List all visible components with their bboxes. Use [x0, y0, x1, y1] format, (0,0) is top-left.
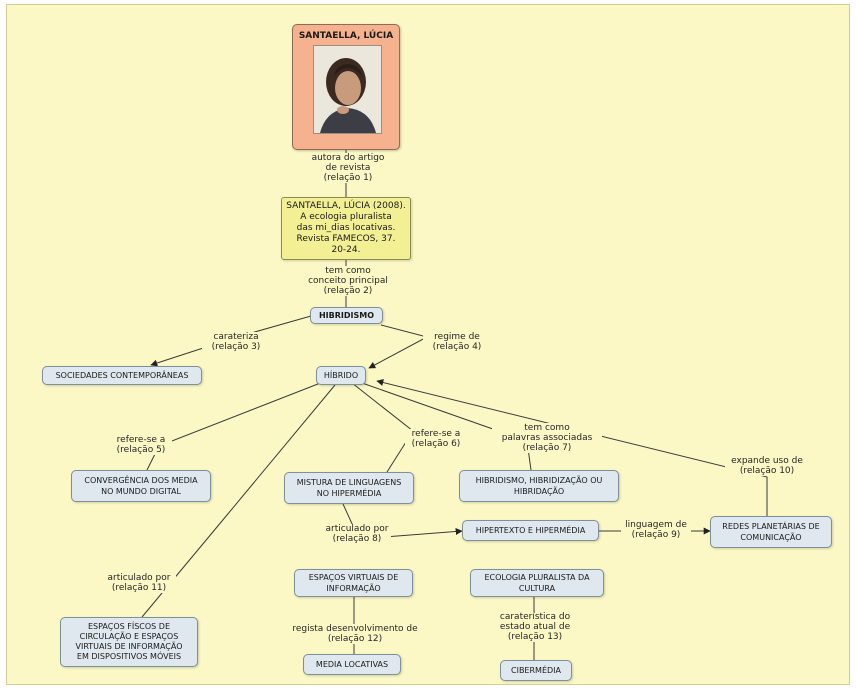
espacos-fisicos-node[interactable]: ESPAÇOS FÍSCOS DE CIRCULAÇÃO E ESPAÇOS V… [60, 617, 198, 667]
link-label-relacao-6: refere-se a (relação 6) [405, 429, 467, 449]
line-redes-hibrido [376, 379, 768, 516]
sociedades-node[interactable]: SOCIEDADES CONTEMPORÂNEAS [42, 366, 202, 385]
hibridismo-variantes-node[interactable]: HIBRIDISMO, HIBRIDIZAÇÃO OU HIBRIDAÇÃO [459, 470, 619, 502]
link-label-relacao-13: caraterística do estado atual de (relaçã… [491, 612, 579, 642]
convergencia-node[interactable]: CONVERGÊNCIA DOS MEDIA NO MUNDO DIGITAL [71, 470, 211, 502]
author-node[interactable]: SANTAELLA, LÚCIA [292, 24, 400, 150]
link-label-relacao-3: carateriza (relação 3) [202, 332, 270, 352]
link-label-relacao-7: tem como palavras associadas (relação 7) [492, 423, 602, 453]
line-hibrido-mistura [351, 382, 414, 473]
line-hibridismo-hibrido [368, 324, 429, 369]
reference-node[interactable]: SANTAELLA, LÚCIA (2008). A ecologia plur… [281, 197, 411, 260]
link-label-relacao-4: regime de (relação 4) [423, 332, 491, 352]
ecologia-node[interactable]: ECOLOGIA PLURALISTA DA CULTURA [470, 569, 604, 597]
link-label-relacao-10: expande uso de (relação 10) [725, 456, 809, 476]
concept-map-canvas: SANTAELLA, LÚCIA autora do artigo de rev… [6, 4, 850, 685]
hipertexto-node[interactable]: HIPERTEXTO E HIPERMÉDIA [462, 520, 599, 541]
espacos-virtuais-node[interactable]: ESPAÇOS VIRTUAIS DE INFORMAÇÃO [294, 569, 413, 597]
media-locativas-node[interactable]: MEDIA LOCATIVAS [303, 654, 401, 675]
link-label-relacao-12: regista desenvolvimento de (relação 12) [291, 624, 419, 644]
hibrido-node[interactable]: HÍBRIDO [316, 366, 366, 385]
author-name: SANTAELLA, LÚCIA [298, 31, 394, 41]
cibermedia-node[interactable]: CIBERMÉDIA [500, 660, 572, 681]
link-label-relacao-9: linguagem de (relação 9) [621, 520, 691, 540]
link-label-relacao-5: refere-se a (relação 5) [110, 435, 172, 455]
link-label-relacao-8: articulado por (relação 8) [323, 524, 391, 544]
link-label-relacao-11: articulado por (relação 11) [102, 573, 176, 593]
line-hibrido-convergencia [146, 381, 324, 471]
mistura-node[interactable]: MISTURA DE LINGUAGENS NO HIPERMÉDIA [284, 472, 414, 504]
hibridismo-node[interactable]: HIBRIDISMO [310, 307, 383, 324]
link-label-relacao-2: tem como conceito principal (relação 2) [298, 266, 398, 296]
author-photo [313, 45, 382, 134]
redes-node[interactable]: REDES PLANETÁRIAS DE COMUNICAÇÃO [710, 516, 832, 548]
link-label-relacao-1: autora do artigo de revista (relação 1) [303, 153, 393, 183]
